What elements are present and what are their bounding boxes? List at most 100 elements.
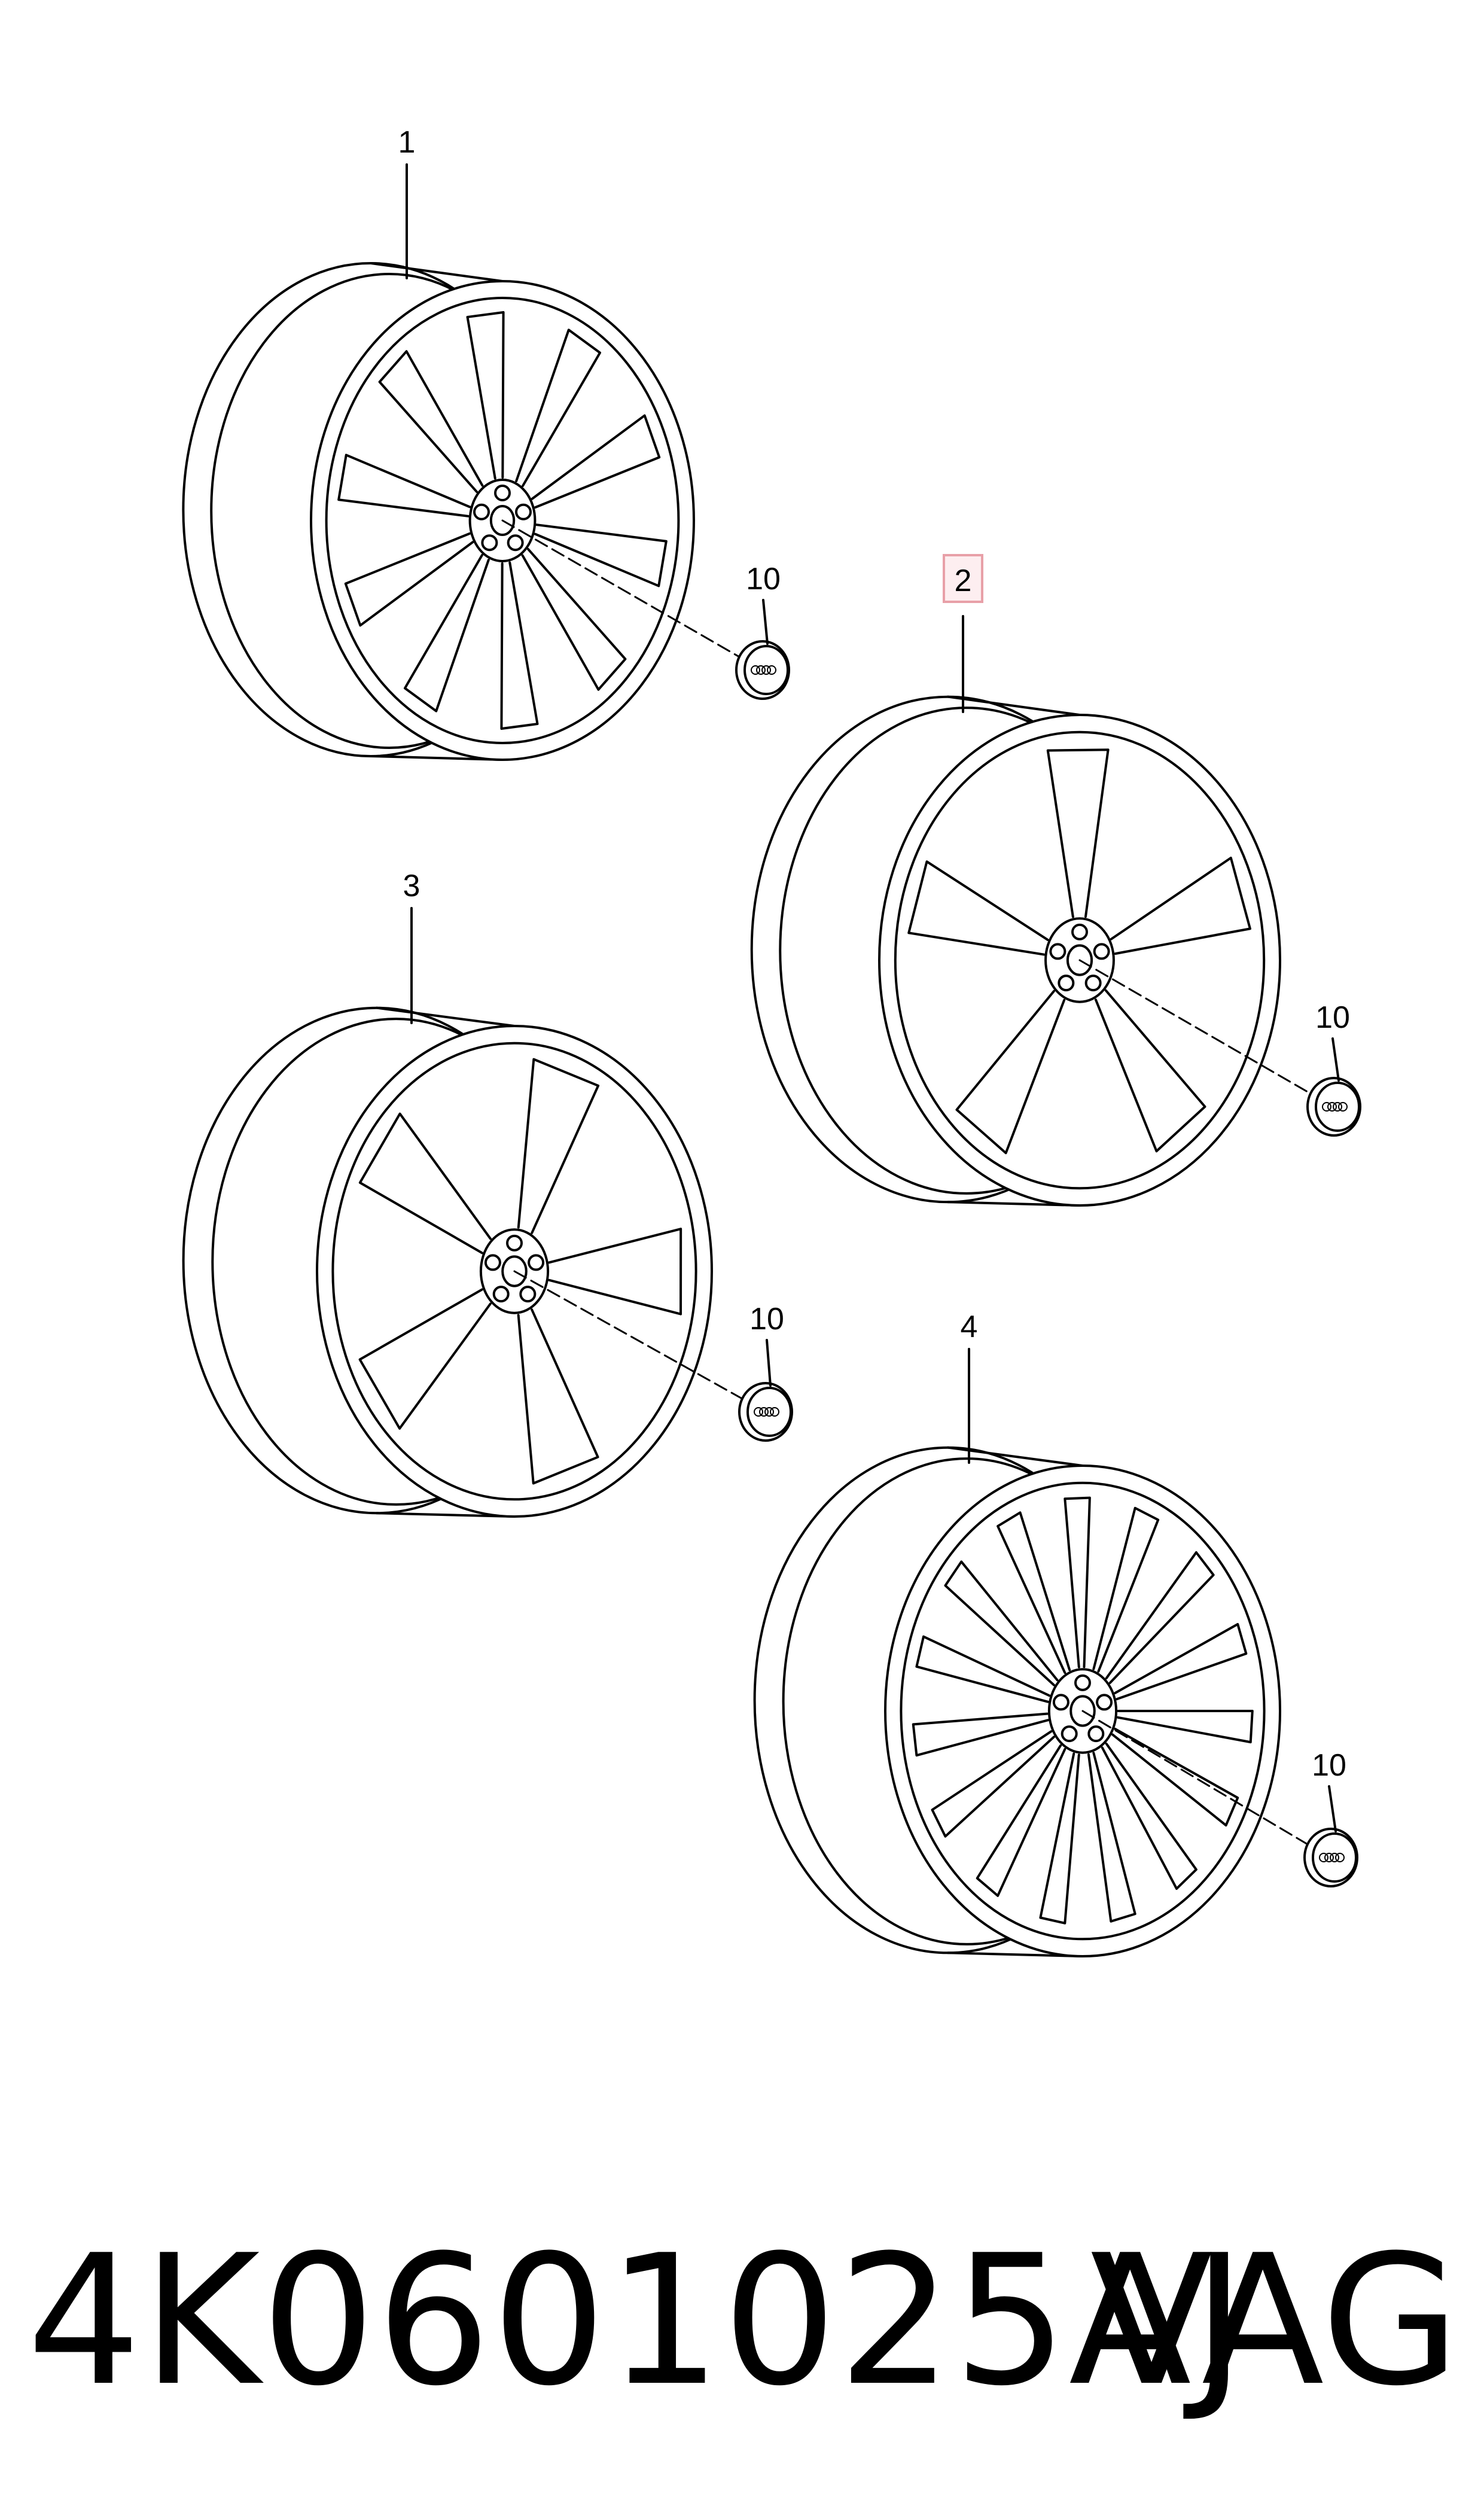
spoke: [1046, 748, 1110, 918]
barrel-top-edge: [947, 1446, 1084, 1467]
rim-face-lip: [900, 1481, 1266, 1941]
spoke: [1116, 1710, 1254, 1744]
barrel-top-edge: [947, 695, 1081, 716]
spoke: [1110, 856, 1251, 955]
center-bore: [1066, 944, 1093, 976]
spoke: [997, 1511, 1071, 1674]
lug-nut: [1096, 1694, 1113, 1711]
callout-10-a[interactable]: 10: [746, 562, 781, 596]
center-bore: [1069, 1695, 1096, 1727]
spoke: [907, 860, 1049, 956]
center-bore: [489, 505, 516, 536]
lug-nut: [481, 534, 498, 552]
rim-face-lip: [325, 297, 680, 744]
spoke: [500, 561, 539, 730]
lug-nut: [494, 485, 511, 501]
center-cap: [738, 1382, 793, 1442]
center-cap: [1306, 1077, 1361, 1137]
cap-ring: [761, 665, 771, 675]
axis-line: [1078, 959, 1316, 1097]
lug-nut: [528, 1254, 545, 1271]
cap-ring: [767, 665, 776, 675]
spoke: [944, 1560, 1059, 1686]
cap-ring: [1327, 1102, 1337, 1112]
spoke: [378, 350, 484, 494]
spoke: [358, 1288, 492, 1430]
spoke: [517, 1308, 599, 1485]
spoke: [955, 989, 1066, 1155]
cap-ring: [756, 665, 766, 675]
spoke: [976, 1744, 1066, 1897]
cap-ring: [770, 1407, 779, 1417]
spoke: [337, 453, 471, 517]
spoke: [1064, 1496, 1091, 1668]
spoke: [515, 328, 602, 487]
lug-nut: [519, 1286, 537, 1303]
callout-1[interactable]: 1: [398, 125, 416, 160]
spoke: [915, 1635, 1051, 1703]
cap-ring: [1335, 1853, 1345, 1862]
spoke: [1114, 1622, 1248, 1701]
rim-face-lip: [331, 1042, 697, 1501]
axis-line: [501, 519, 745, 660]
cap-leader-line: [1328, 1785, 1337, 1832]
lug-nut: [1071, 923, 1088, 940]
lug-nut: [1093, 943, 1110, 960]
callout-2-highlight[interactable]: 2: [943, 554, 983, 603]
lug-nut: [1084, 975, 1102, 992]
center-cap: [1303, 1828, 1358, 1887]
cap-ring: [1319, 1853, 1328, 1862]
callout-10-b[interactable]: 10: [1315, 1000, 1350, 1035]
lug-nut: [1074, 1674, 1091, 1691]
spoke: [1039, 1752, 1080, 1925]
axis-line: [513, 1270, 748, 1402]
wheel-2: [750, 615, 1361, 1207]
spoke: [358, 1112, 492, 1255]
spoke: [403, 554, 490, 713]
cap-leader-line: [766, 1339, 772, 1387]
spoke: [548, 1228, 682, 1316]
cap-face: [746, 1387, 792, 1437]
spoke: [1105, 1551, 1215, 1684]
lug-nut: [1049, 943, 1066, 960]
spoke: [1101, 1742, 1197, 1890]
cap-ring: [754, 1407, 763, 1417]
spoke: [517, 1058, 600, 1234]
cap-leader-line: [1331, 1037, 1340, 1082]
cap-ring: [759, 1407, 769, 1417]
lug-nut: [514, 503, 532, 520]
callout-2[interactable]: 2: [955, 564, 972, 598]
cap-ring: [1322, 1102, 1331, 1112]
center-cap: [735, 640, 790, 700]
wheel-1: [182, 163, 790, 761]
barrel-top-edge: [370, 262, 504, 282]
wheel-3: [182, 907, 793, 1518]
spoke: [1094, 989, 1206, 1153]
spoke: [912, 1712, 1049, 1757]
spoke: [521, 547, 627, 691]
spoke: [1111, 1728, 1239, 1827]
cap-face: [1312, 1832, 1357, 1883]
center-bore: [501, 1255, 528, 1287]
callout-3[interactable]: 3: [403, 869, 420, 903]
callout-10-d[interactable]: 10: [1312, 1748, 1346, 1783]
cap-face: [743, 645, 789, 695]
callout-4[interactable]: 4: [961, 1310, 978, 1344]
rim-face-lip: [894, 730, 1266, 1190]
spoke: [531, 414, 661, 509]
cap-ring: [751, 665, 760, 675]
cap-leader-line: [762, 599, 769, 645]
lug-nut: [1061, 1725, 1078, 1743]
callout-10-c[interactable]: 10: [749, 1302, 784, 1336]
spoke: [1092, 1506, 1160, 1673]
lug-nut: [492, 1286, 510, 1303]
lug-nut: [506, 1234, 523, 1252]
spoke: [466, 311, 505, 480]
brand-label: VAG: [1090, 2216, 1460, 2425]
axis-line: [1081, 1710, 1313, 1848]
cap-ring: [764, 1407, 774, 1417]
lug-nut: [484, 1254, 501, 1271]
lug-nut: [1087, 1725, 1105, 1743]
lug-nut: [473, 503, 490, 520]
